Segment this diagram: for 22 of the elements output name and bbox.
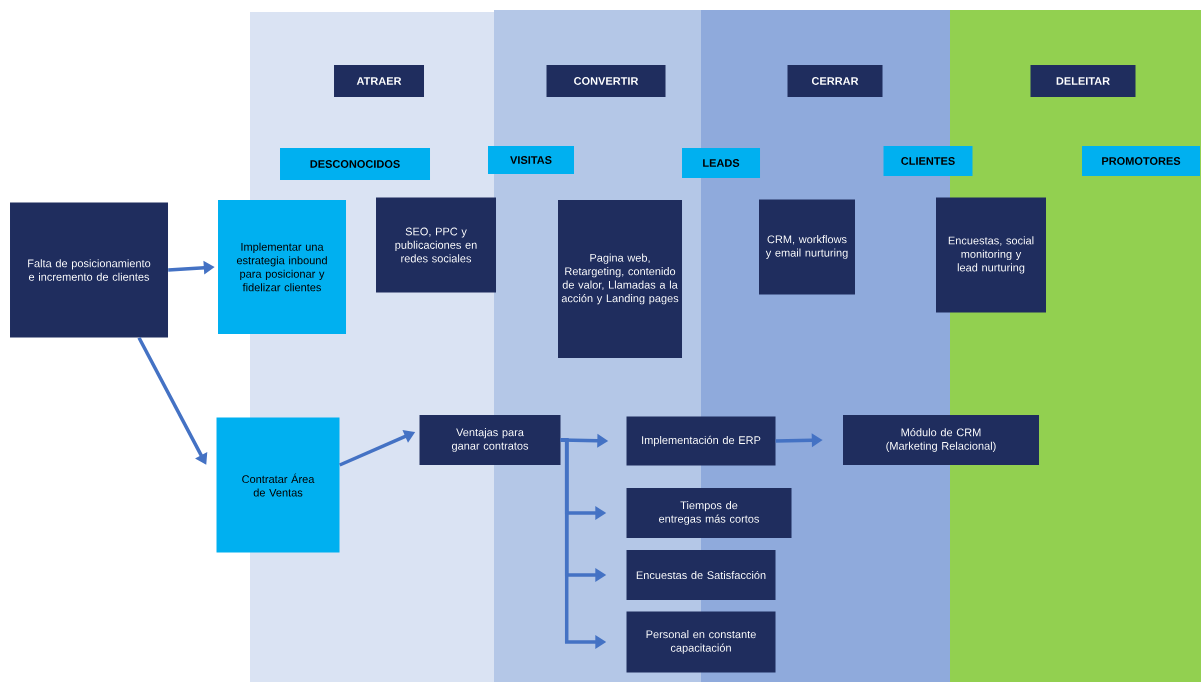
process-box: Pagina web, Retargeting, contenido de valor, Llamadas a la acción y Landing pages: [558, 200, 682, 358]
stage-header: CONVERTIR: [546, 65, 666, 97]
process-box: Personal en constante capacitación: [626, 611, 776, 673]
process-box: Módulo de CRM (Marketing Relacional): [843, 415, 1039, 465]
process-box: Contratar Área de Ventas: [216, 417, 340, 553]
process-box: SEO, PPC y publicaciones en redes sociales: [376, 197, 496, 293]
process-box: Tiempos de entregas más cortos: [626, 488, 792, 538]
process-box: CRM, workflows y email nurturing: [759, 199, 855, 295]
stage-label: LEADS: [682, 148, 760, 178]
process-box: Implementación de ERP: [626, 416, 776, 466]
stage-header: CERRAR: [787, 65, 883, 97]
process-box: Encuestas de Satisfacción: [626, 550, 776, 600]
stage-label: PROMOTORES: [1082, 146, 1200, 176]
process-box: Encuestas, social monitoring y lead nurturing: [936, 197, 1046, 313]
stage-label: CLIENTES: [883, 146, 973, 176]
stage-label: VISITAS: [488, 146, 574, 174]
process-box: Implementar una estrategia inbound para posicionar y fidelizar clientes: [218, 200, 346, 334]
stage-header: DELEITAR: [1030, 65, 1136, 97]
process-box: Falta de posicionamiento e incremento de clientes: [10, 202, 168, 338]
stage-label: DESCONOCIDOS: [280, 148, 430, 180]
stage-header: ATRAER: [334, 65, 424, 97]
process-box: Ventajas para ganar contratos: [419, 415, 561, 465]
